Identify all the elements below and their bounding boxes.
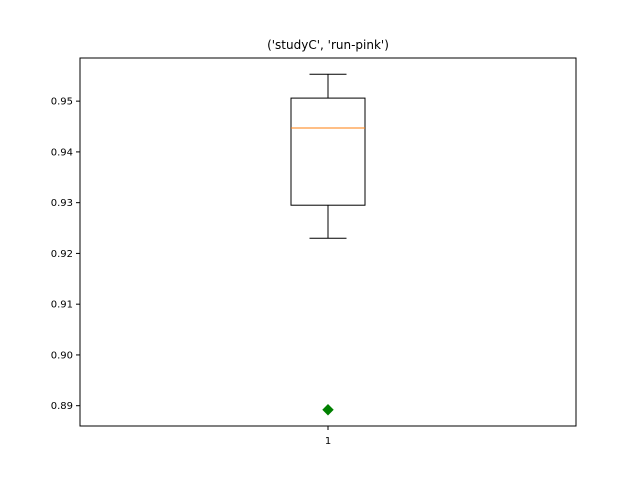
iqr-box (290, 97, 366, 206)
x-tick-label: 1 (325, 436, 331, 447)
chart-title: ('studyC', 'run-pink') (267, 38, 389, 52)
outlier-point (322, 404, 334, 416)
plot-area: 0.89 0.90 0.91 0.92 0.93 0.94 0.95 1 (51, 73, 366, 447)
y-tick-label: 0.90 (51, 350, 73, 361)
axes-frame (79, 57, 577, 427)
y-tick-label: 0.92 (51, 249, 73, 260)
y-tick-label: 0.91 (51, 300, 73, 311)
y-tick-label: 0.93 (51, 198, 73, 209)
y-tick-label: 0.89 (51, 401, 73, 412)
y-tick-label: 0.95 (51, 97, 73, 108)
y-tick-label: 0.94 (51, 147, 73, 158)
